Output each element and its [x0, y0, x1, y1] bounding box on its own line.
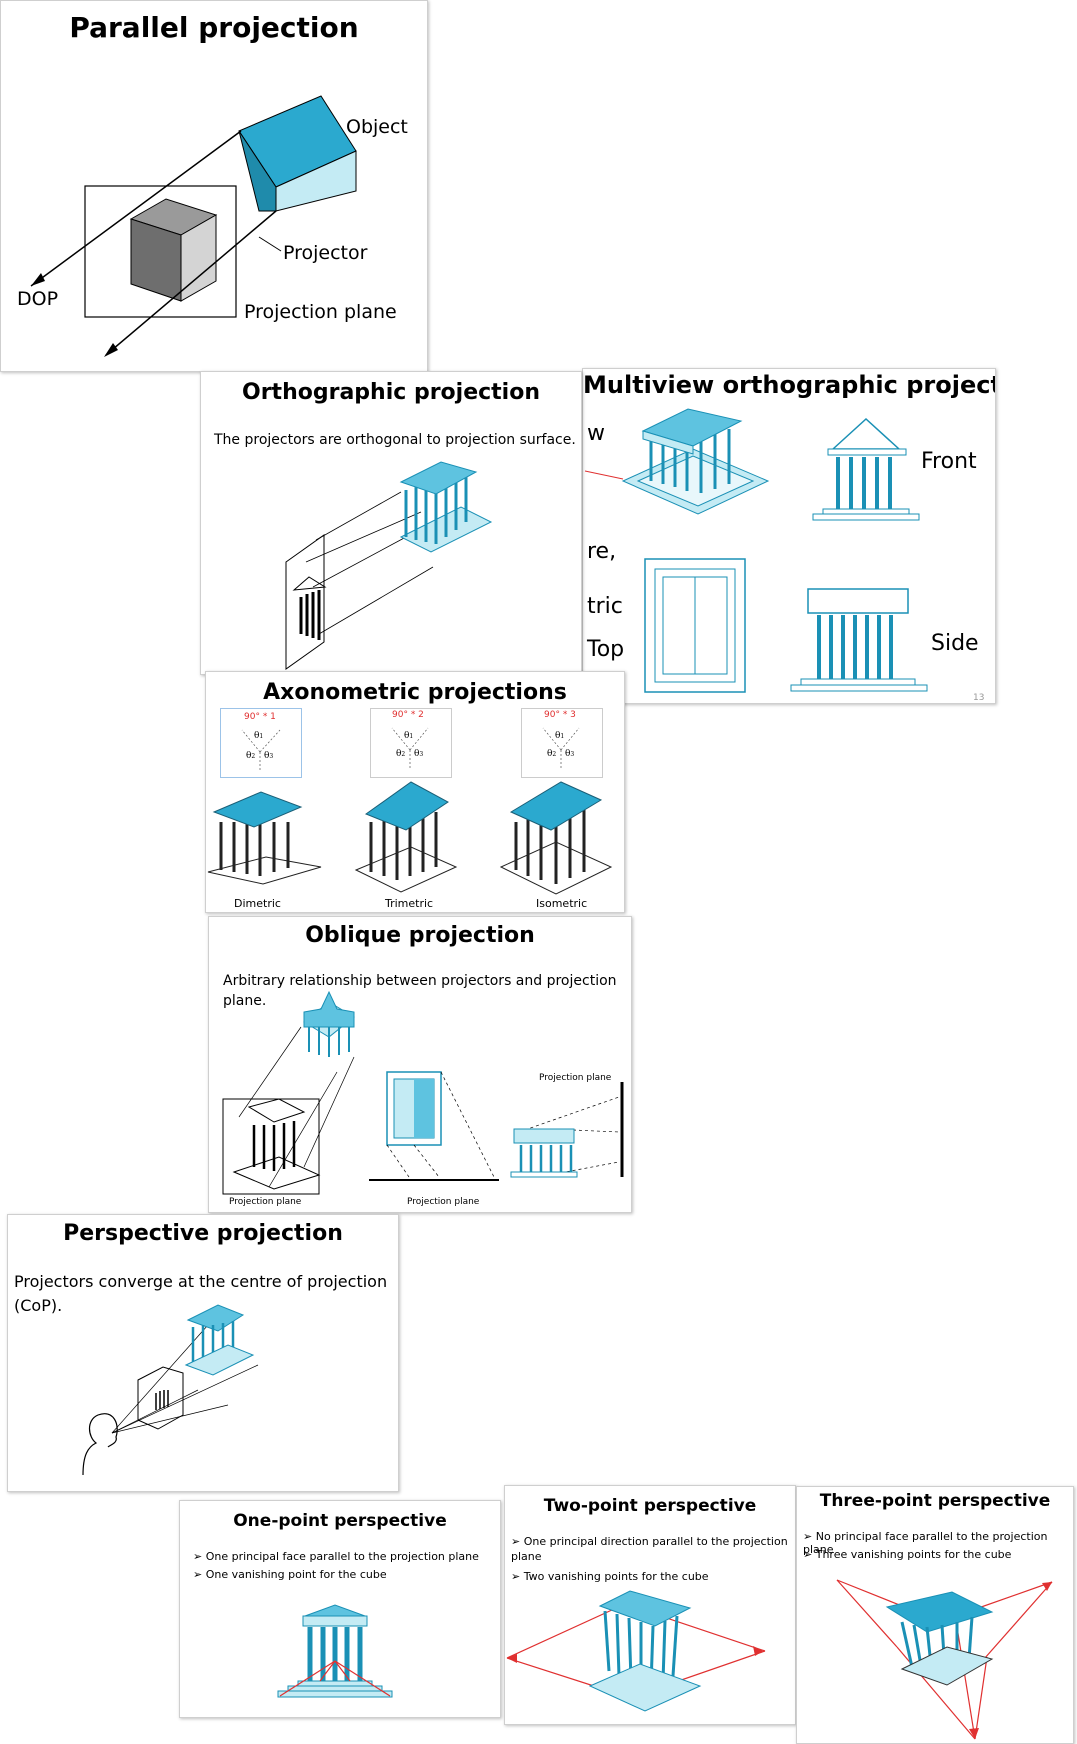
theta-symbol: θ3 — [264, 751, 273, 761]
slide-two-point: Two-point perspective ➢ One principal di… — [504, 1485, 796, 1725]
bullet-arrow-icon: ➢ — [511, 1535, 524, 1548]
isometric-label: Isometric — [536, 897, 588, 910]
dop-label: DOP — [17, 288, 59, 310]
slide-three-point: Three-point perspective ➢ No principal f… — [796, 1486, 1074, 1744]
theta-symbol: θ3 — [565, 749, 574, 759]
projector-label: Projector — [283, 242, 368, 264]
slide-title: Orthographic projection — [242, 380, 540, 405]
oblique-diagram — [222, 990, 624, 1195]
page-number: 13 — [973, 693, 985, 703]
object-label: Object — [346, 116, 408, 138]
bullet-2: ➢ Three vanishing points for the cube — [803, 1548, 1012, 1561]
slide-multiview: Multiview orthographic projections w re,… — [582, 368, 996, 704]
clipped-text: tric — [587, 594, 623, 619]
bullet-arrow-icon: ➢ — [193, 1550, 206, 1563]
bullet-1: ➢ One principal direction parallel to th… — [511, 1535, 788, 1563]
bullet-arrow-icon: ➢ — [803, 1530, 816, 1543]
slide-text: The projectors are orthogonal to project… — [214, 432, 576, 448]
side-label: Side — [931, 631, 979, 656]
perspective-diagram — [82, 1304, 259, 1476]
slide-title: Multiview orthographic projections — [583, 371, 995, 399]
theta-symbol: θ1 — [555, 731, 564, 741]
theta-symbol: θ1 — [404, 731, 413, 741]
slide-title: Perspective projection — [63, 1221, 343, 1246]
angle-box-2 — [370, 708, 452, 778]
angle-box-1 — [220, 708, 302, 778]
clipped-text: re, — [587, 539, 617, 564]
slide-title: Oblique projection — [305, 923, 535, 948]
theta-symbol: θ1 — [254, 731, 263, 741]
three-point-diagram — [836, 1579, 1053, 1740]
one-point-diagram — [277, 1604, 393, 1698]
bullet-arrow-icon: ➢ — [803, 1548, 816, 1561]
plane-label-1: Projection plane — [229, 1197, 302, 1207]
theta-symbol: θ2 — [246, 751, 255, 761]
multiview-diagram — [584, 408, 928, 693]
theta-symbol: θ2 — [547, 749, 556, 759]
slide-title: Two-point perspective — [543, 1496, 757, 1516]
theta-symbol: θ2 — [396, 749, 405, 759]
bullet-2: ➢ Two vanishing points for the cube — [511, 1570, 709, 1583]
orthographic-diagram — [285, 461, 493, 670]
axonometric-diagram: θ1 θ2 θ3 θ1 θ2 θ3 θ1 θ2 θ3 — [207, 727, 613, 895]
slide-title: Axonometric projections — [263, 680, 567, 705]
plane-label-3: Projection plane — [539, 1073, 612, 1083]
projection-plane-label: Projection plane — [244, 301, 397, 323]
clipped-text: w — [587, 421, 605, 446]
slide-axonometric: Axonometric projections 90° * 1 90° * 2 … — [205, 671, 625, 913]
slide-title: Three-point perspective — [819, 1491, 1051, 1511]
angle-box-3 — [521, 708, 603, 778]
theta-symbol: θ3 — [414, 749, 423, 759]
slide-parallel-projection: Parallel projection Object Projector DOP… — [0, 0, 428, 372]
bullet-1: ➢ No principal face parallel to the proj… — [803, 1530, 1048, 1556]
slide-one-point: One-point perspective ➢ One principal fa… — [179, 1500, 501, 1718]
bullet-arrow-icon: ➢ — [511, 1570, 524, 1583]
two-point-diagram — [506, 1590, 766, 1712]
dimetric-label: Dimetric — [234, 897, 281, 910]
bullet-1: ➢ One principal face parallel to the pro… — [193, 1550, 479, 1563]
angle-label-3: 90° * 3 — [544, 710, 576, 720]
top-label: Top — [587, 637, 625, 662]
bullet-arrow-icon: ➢ — [193, 1568, 206, 1581]
slide-text: Arbitrary relationship between projector… — [223, 973, 617, 1009]
plane-label-2: Projection plane — [407, 1197, 480, 1207]
bullet-2: ➢ One vanishing point for the cube — [193, 1568, 387, 1581]
angle-label-1: 90° * 1 — [244, 712, 276, 722]
parallel-diagram — [30, 95, 357, 357]
front-label: Front — [921, 449, 977, 474]
slide-title: Parallel projection — [69, 11, 359, 44]
slide-perspective: Perspective projection Projectors conver… — [7, 1214, 399, 1492]
trimetric-label: Trimetric — [385, 897, 434, 910]
slide-oblique: Oblique projection Arbitrary relationshi… — [208, 916, 632, 1213]
slide-text: Projectors converge at the centre of pro… — [14, 1272, 388, 1315]
slide-title: One-point perspective — [233, 1511, 447, 1531]
slide-orthographic: Orthographic projection The projectors a… — [200, 371, 582, 675]
angle-label-2: 90° * 2 — [392, 710, 424, 720]
